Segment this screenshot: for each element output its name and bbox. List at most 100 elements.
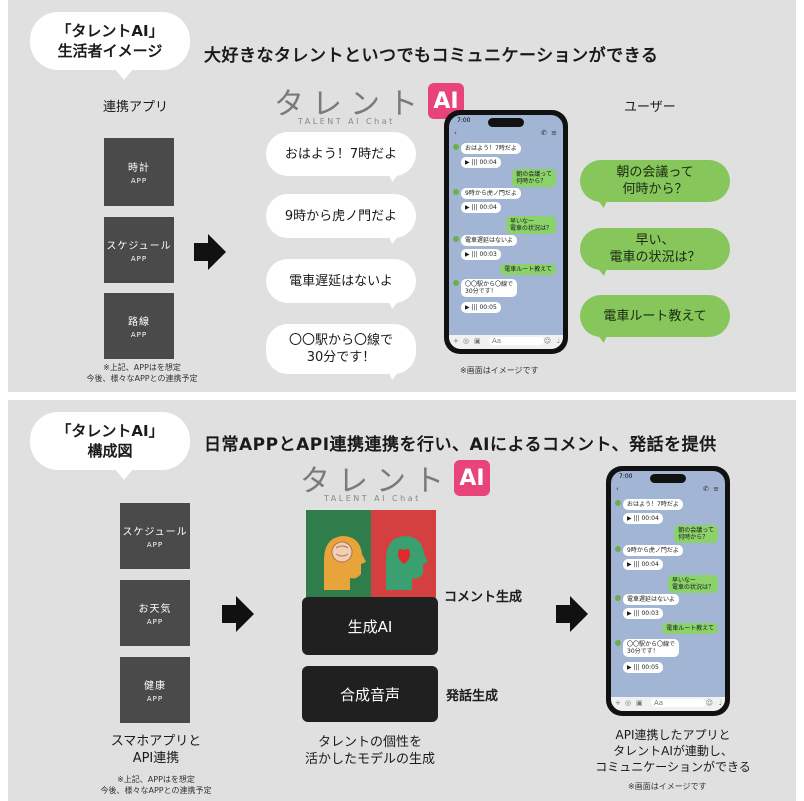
apps-note: ※上記、APPはを想定 今後、様々なAPPとの連携予定 (72, 362, 212, 384)
plus-icon[interactable]: + (615, 699, 621, 707)
note-line-2: 今後、様々なAPPとの連携予定 (100, 786, 212, 795)
app-schedule: スケジュール APP (104, 217, 174, 283)
camera-icon[interactable]: ◎ (463, 337, 470, 345)
menu-icon[interactable]: ≡ (713, 485, 719, 493)
talent-ai-logo: タレント AI (300, 456, 490, 500)
app-name: スケジュール (106, 241, 172, 252)
voice-message[interactable]: ▶ ||| 00:04 (623, 513, 663, 524)
mic-icon[interactable]: ♩ (718, 699, 722, 707)
chat-message: 〇〇駅から〇線で 30分です！ (623, 639, 680, 657)
chat-message: 9時から虎ノ門だよ (623, 545, 683, 556)
caption-line-2: タレントAIが連動し、 (613, 744, 733, 758)
emoji-icon[interactable]: ☺ (543, 337, 551, 345)
talent-ai-logo: タレント AI (274, 79, 464, 123)
logo-subtitle: TALENT AI Chat (298, 117, 395, 126)
section-tag: 「タレントAI」 生活者イメージ (30, 12, 190, 80)
comment-generation-label: コメント生成 (444, 590, 523, 605)
image-icon[interactable]: ▣ (474, 337, 481, 345)
chat-topbar: ‹ ✆ ≡ (611, 485, 725, 495)
app-name: 健康 (144, 681, 166, 692)
phone-mockup: 7:00 ‹ ✆ ≡ おはよう！7時だよ ▶ ||| 00:04 朝の会議って … (606, 466, 730, 716)
logo-subtitle: TALENT AI Chat (324, 494, 421, 503)
app-sub: APP (146, 695, 164, 703)
tag-line-2: 生活者イメージ (57, 42, 163, 60)
phone-mockup: 7:00 ‹ ✆ ≡ おはよう！7時だよ ▶ ||| 00:04 朝の会議って … (444, 110, 568, 354)
talent-bubble: 9時から虎ノ門だよ (266, 194, 416, 238)
app-sub: APP (130, 255, 148, 263)
headline: 日常APPとAPI連携連携を行い、AIによるコメント、発話を提供 (204, 435, 717, 455)
logo-text: タレント (300, 464, 452, 499)
voice-message[interactable]: ▶ ||| 00:05 (623, 662, 663, 673)
caption-line-1: API連携したアプリと (615, 728, 731, 742)
talent-avatar-icon (453, 236, 459, 242)
mic-icon[interactable]: ♩ (556, 337, 560, 345)
chat-screen: 7:00 ‹ ✆ ≡ おはよう！7時だよ ▶ ||| 00:04 朝の会議って … (611, 471, 725, 711)
talent-avatar-icon (453, 189, 459, 195)
menu-icon[interactable]: ≡ (551, 129, 557, 137)
app-name: お天気 (138, 604, 172, 615)
chat-screen: 7:00 ‹ ✆ ≡ おはよう！7時だよ ▶ ||| 00:04 朝の会議って … (449, 115, 563, 349)
camera-icon[interactable]: ◎ (625, 699, 632, 707)
back-icon[interactable]: ‹ (616, 485, 619, 493)
status-time: 7:00 (619, 473, 633, 480)
note-line-2: 今後、様々なAPPとの連携予定 (86, 374, 198, 383)
chat-input-bar: + ◎ ▣ Aa ☺ ♩ (449, 335, 563, 349)
app-name: スケジュール (122, 527, 188, 538)
message-input[interactable]: Aa (489, 337, 544, 345)
chat-message: 朝の会議って 何時から？ (674, 525, 718, 543)
voice-message[interactable]: ▶ ||| 00:04 (461, 157, 501, 168)
app-weather: お天気 APP (120, 580, 190, 646)
talent-avatar-icon (615, 595, 621, 601)
section-tag: 「タレントAI」 構成図 (30, 412, 190, 480)
app-sub: APP (130, 177, 148, 185)
call-icon[interactable]: ✆ (541, 129, 547, 137)
center-caption: タレントの個性を 活かしたモデルの生成 (288, 734, 452, 768)
logo-ai-box: AI (454, 460, 490, 496)
app-name: 路線 (128, 317, 150, 328)
emoji-icon[interactable]: ☺ (705, 699, 713, 707)
voice-message[interactable]: ▶ ||| 00:05 (461, 302, 501, 313)
chat-topbar: ‹ ✆ ≡ (449, 129, 563, 139)
caption-line-3: コミュニケーションができる (595, 760, 751, 774)
caption-line-2: API連携 (132, 751, 180, 766)
user-label: ユーザー (624, 100, 676, 115)
message-input[interactable]: Aa (651, 699, 706, 707)
talent-avatar-icon (453, 144, 459, 150)
talent-bubble: 電車遅延はないよ (266, 259, 416, 303)
status-time: 7:00 (457, 117, 471, 124)
phone-note: ※画面はイメージです (628, 782, 707, 791)
panel-architecture: 「タレントAI」 構成図 日常APPとAPI連携連携を行い、AIによるコメント、… (8, 400, 796, 801)
talent-bubble: おはよう！7時だよ (266, 132, 416, 176)
app-clock: 時計 APP (104, 138, 174, 206)
app-sub: APP (146, 541, 164, 549)
tag-line-1: 「タレントAI」 (56, 422, 164, 440)
call-icon[interactable]: ✆ (703, 485, 709, 493)
speech-generation-label: 発話生成 (446, 689, 499, 704)
phone-notch (488, 118, 524, 127)
chat-message: 電車ルート教えて (500, 264, 556, 275)
logo-text: タレント (274, 87, 426, 122)
talent-avatar-icon (615, 500, 621, 506)
talent-avatar-icon (453, 280, 459, 286)
apps-label: 連携アプリ (103, 100, 169, 115)
talent-avatar-icon (615, 640, 621, 646)
voice-message[interactable]: ▶ ||| 00:04 (623, 559, 663, 570)
voice-message[interactable]: ▶ ||| 00:03 (461, 249, 501, 260)
talent-avatar-icon (615, 546, 621, 552)
right-caption: API連携したアプリと タレントAIが連動し、 コミュニケーションができる (578, 727, 768, 775)
caption-line-1: タレントの個性を (317, 735, 422, 750)
voice-synthesis-box: 合成音声 (302, 666, 438, 722)
image-icon[interactable]: ▣ (636, 699, 643, 707)
plus-icon[interactable]: + (453, 337, 459, 345)
chat-message: 電車遅延はないよ (461, 235, 517, 246)
app-schedule: スケジュール APP (120, 503, 190, 569)
voice-message[interactable]: ▶ ||| 00:03 (623, 608, 663, 619)
chat-message: 電車ルート教えて (662, 623, 718, 634)
back-icon[interactable]: ‹ (454, 129, 457, 137)
chat-message: 早いなー 電車の状況は？ (505, 216, 556, 234)
chat-message: おはよう！7時だよ (623, 499, 683, 510)
generative-ai-box: 生成AI (302, 597, 438, 655)
chat-input-bar: + ◎ ▣ Aa ☺ ♩ (611, 697, 725, 711)
user-bubble: 電車ルート教えて (580, 295, 730, 337)
voice-message[interactable]: ▶ ||| 00:04 (461, 202, 501, 213)
